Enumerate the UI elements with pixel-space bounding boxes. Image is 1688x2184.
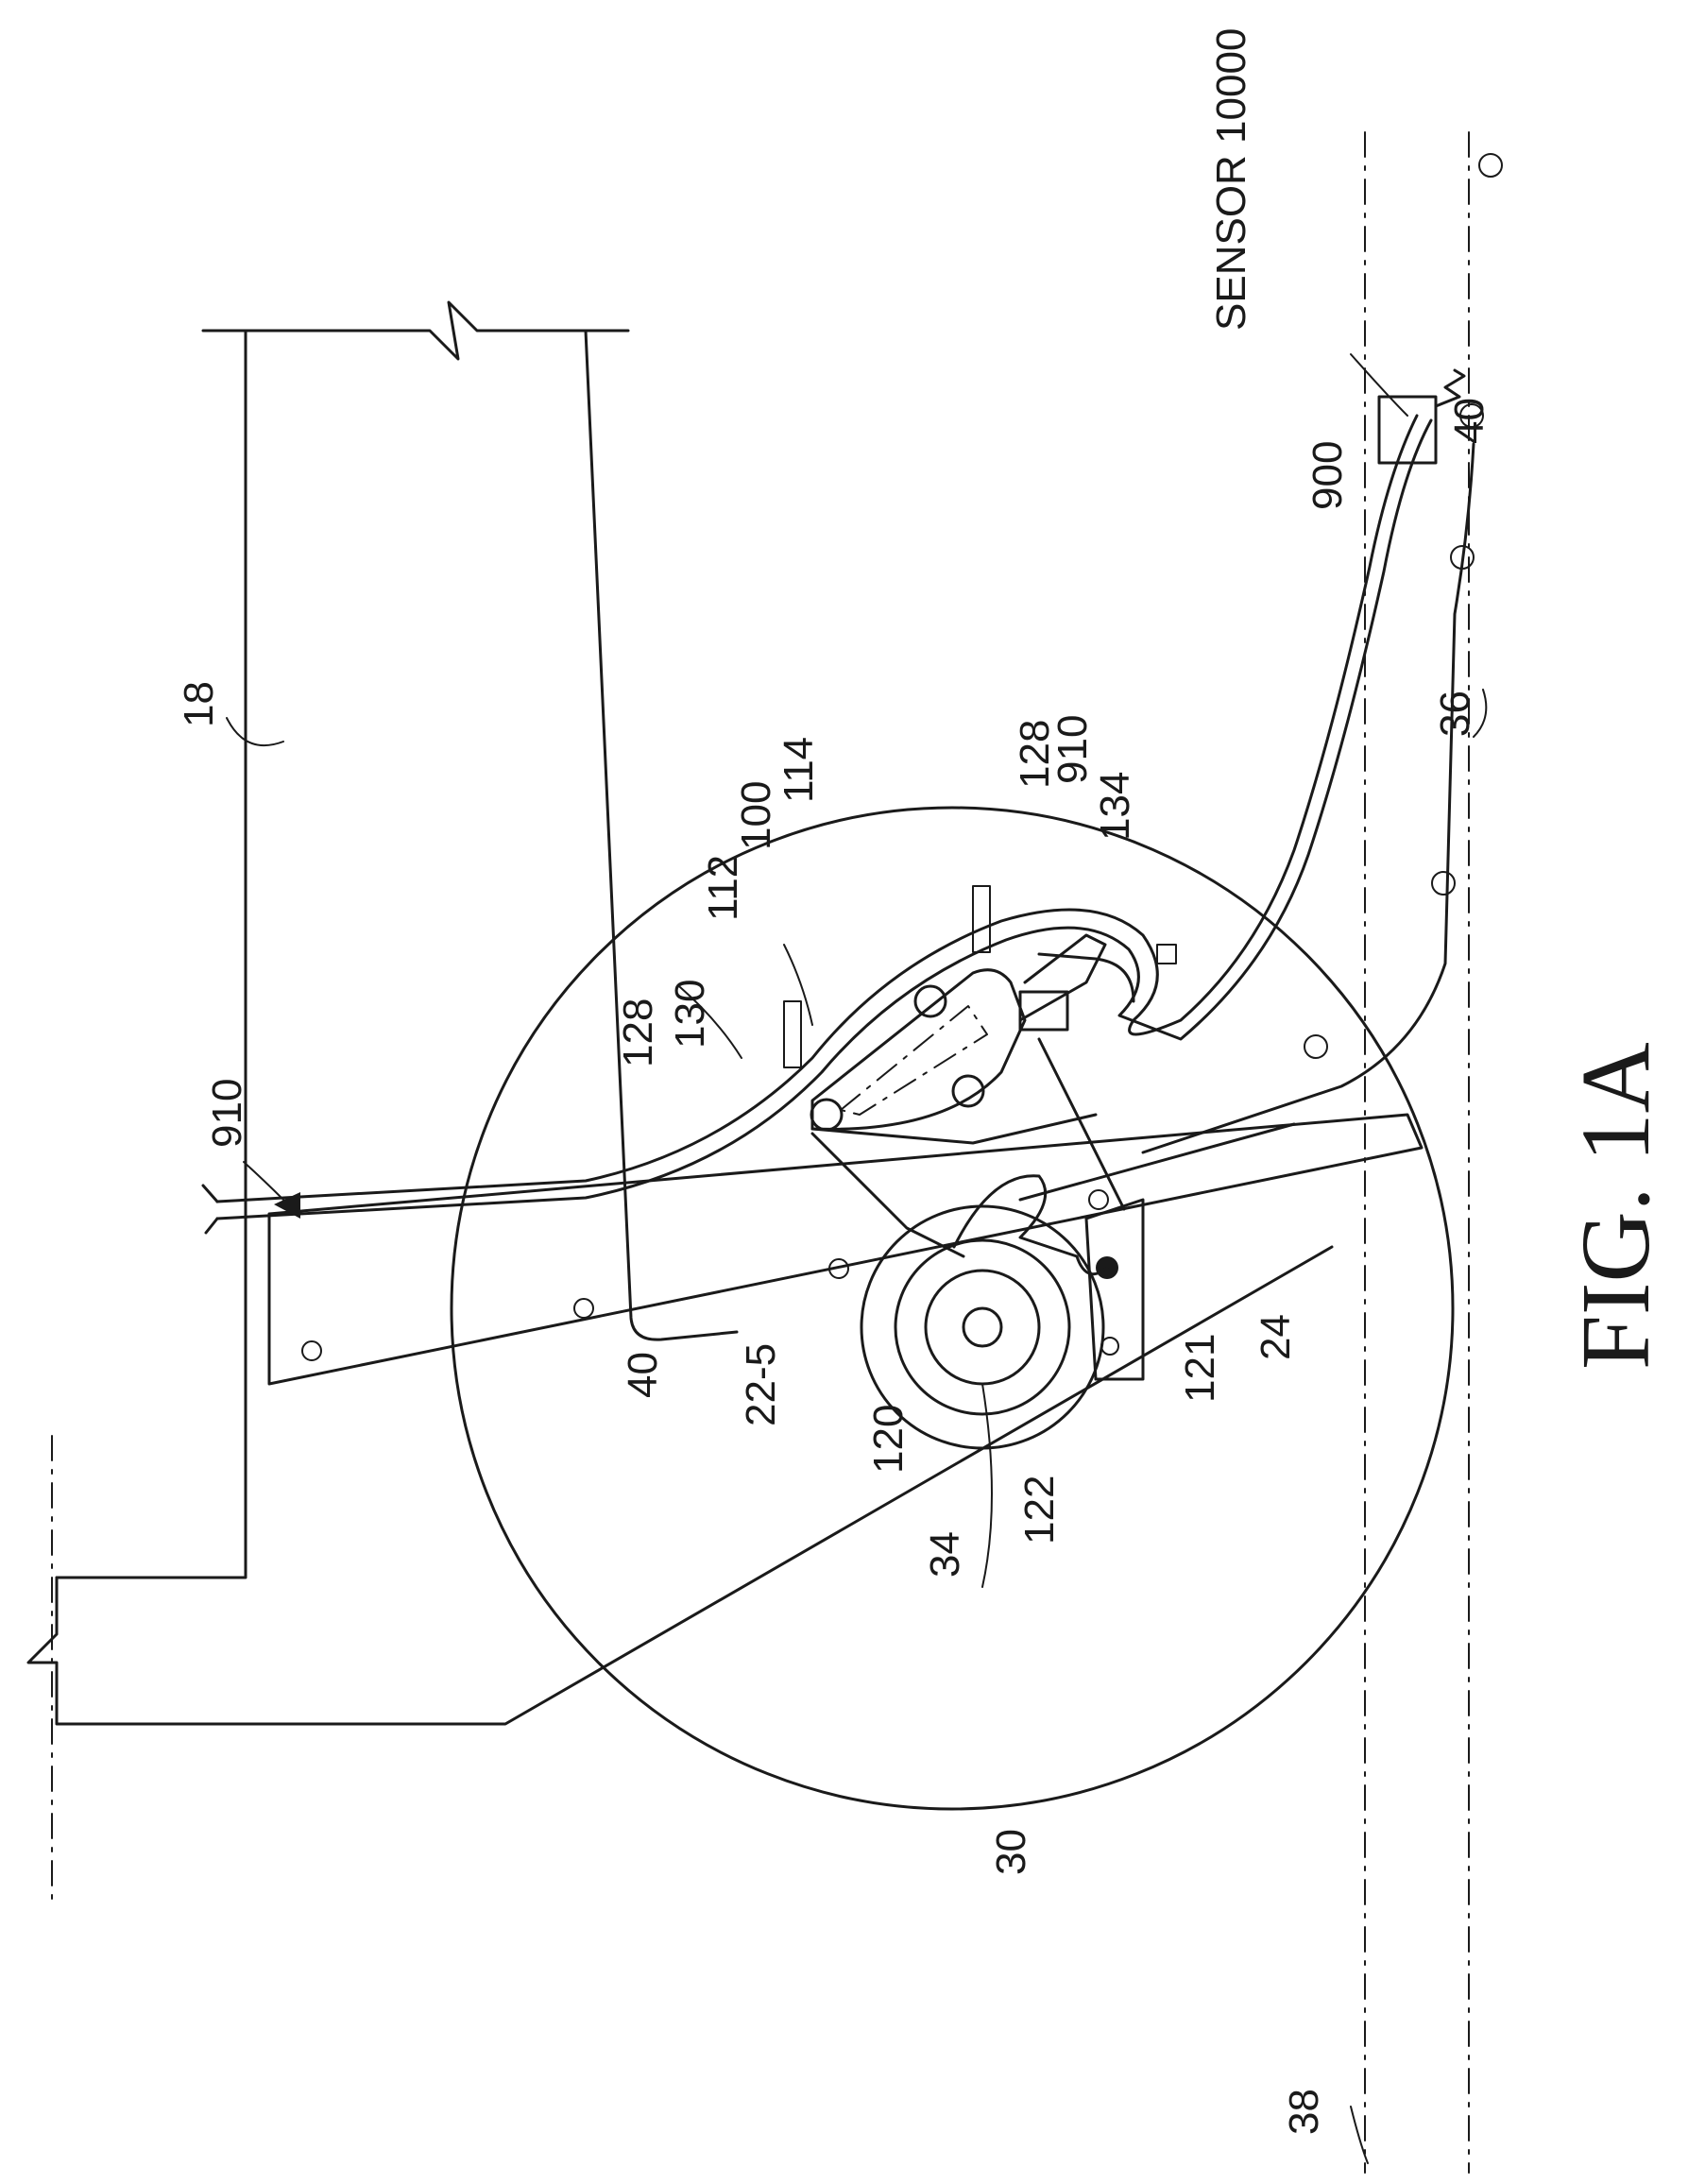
label-22-5: 22-5	[738, 1343, 784, 1426]
label-112: 112	[700, 855, 746, 921]
label-130: 130	[667, 980, 713, 1049]
gauge-wheel-30	[452, 808, 1453, 1809]
label-24: 24	[1253, 1314, 1299, 1360]
label-121: 121	[1177, 1334, 1223, 1403]
closing-arm	[1020, 444, 1474, 1200]
figure-caption: FIG. 1A	[1561, 1042, 1670, 1370]
label-128-left: 128	[615, 998, 661, 1067]
label-18: 18	[176, 681, 222, 727]
ground-markers-40	[1304, 154, 1502, 1058]
label-910-left: 910	[204, 1079, 250, 1148]
label-100: 100	[733, 781, 779, 850]
label-910-right: 910	[1049, 715, 1096, 784]
sensor-label: SENSOR 10000	[1208, 28, 1254, 331]
label-40-right: 40	[1446, 398, 1492, 444]
label-38: 38	[1281, 2089, 1327, 2135]
label-134: 134	[1092, 772, 1138, 841]
leader-lines	[227, 690, 1486, 2163]
label-120: 120	[865, 1405, 912, 1474]
shank-arm	[269, 1115, 1422, 1384]
label-114: 114	[776, 737, 822, 803]
label-36: 36	[1432, 691, 1478, 737]
label-30: 30	[988, 1829, 1034, 1875]
label-34: 34	[922, 1531, 968, 1578]
reference-numerals: 18 910 128 130 112 100 114 128 910 134 3…	[176, 398, 1492, 2135]
label-900: 900	[1304, 441, 1351, 510]
label-40-left: 40	[620, 1352, 666, 1398]
sensor-conduit-910	[203, 416, 1431, 1233]
label-122: 122	[1016, 1476, 1063, 1544]
